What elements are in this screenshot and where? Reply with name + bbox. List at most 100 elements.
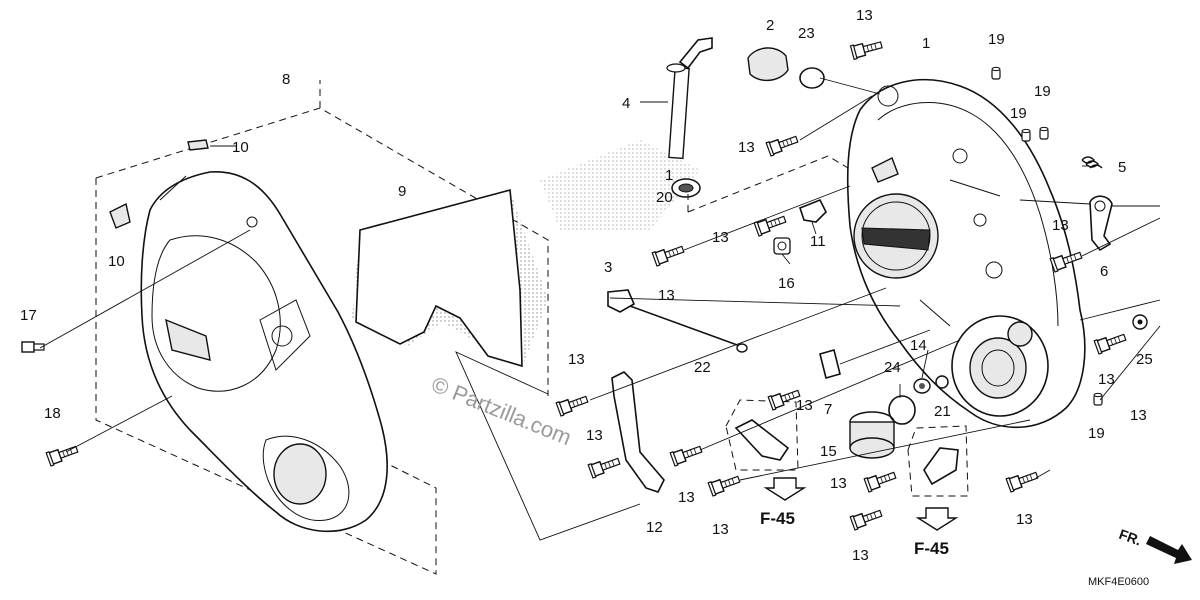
callout-13-l: 13 bbox=[852, 547, 869, 564]
o-ring-24 bbox=[888, 395, 916, 425]
gasket-shading-upper bbox=[540, 140, 700, 230]
leader-7 bbox=[839, 329, 931, 365]
sensor-3 bbox=[607, 289, 741, 347]
frame-f45-right bbox=[907, 425, 969, 497]
right-cover-1 bbox=[846, 78, 1086, 429]
bolt-13-f bbox=[555, 391, 590, 417]
callout-11: 11 bbox=[810, 233, 826, 250]
clip-10-upper bbox=[187, 139, 209, 151]
callout-12: 12 bbox=[646, 519, 663, 536]
direction-label: FR. bbox=[1117, 526, 1144, 549]
page-ref-f45-right[interactable]: F-45 bbox=[914, 539, 949, 558]
callout-6: 6 bbox=[1100, 263, 1108, 280]
callout-1-cover: 1 bbox=[922, 35, 930, 52]
leader-13-m bbox=[1035, 469, 1051, 479]
callout-9: 9 bbox=[398, 183, 406, 200]
bolt-13-g bbox=[587, 453, 622, 479]
leader-13-h bbox=[699, 339, 961, 451]
washer-25 bbox=[1132, 314, 1148, 330]
leader-13-c bbox=[683, 185, 851, 251]
bolt-13-m bbox=[1005, 467, 1040, 493]
callout-13-k: 13 bbox=[830, 475, 847, 492]
dowel-pin-19c bbox=[1039, 126, 1049, 140]
callout-13-b: 13 bbox=[712, 229, 729, 246]
callout-4: 4 bbox=[622, 95, 630, 112]
bolt-13-c bbox=[651, 241, 686, 267]
leader-23 bbox=[819, 77, 881, 95]
shaft-4 bbox=[666, 37, 713, 160]
leader-13-a bbox=[799, 95, 873, 141]
callout-19-top: 19 bbox=[988, 31, 1005, 48]
page-ref-f45-left[interactable]: F-45 bbox=[760, 509, 795, 528]
callout-13-j: 13 bbox=[796, 397, 813, 414]
screw-17 bbox=[21, 341, 45, 353]
callout-24: 24 bbox=[884, 359, 901, 376]
callout-21: 21 bbox=[934, 403, 951, 420]
cap-2 bbox=[747, 47, 789, 81]
assembly-frame-left bbox=[95, 107, 549, 575]
callout-1-seal: 1 bbox=[665, 167, 673, 184]
bolt-13-i bbox=[707, 471, 742, 497]
oil-seal-20 bbox=[671, 178, 701, 198]
down-arrow-icon bbox=[915, 507, 959, 531]
callout-13-c: 13 bbox=[658, 287, 675, 304]
leader-12 bbox=[455, 351, 641, 541]
callout-13-d: 13 bbox=[1052, 217, 1069, 234]
collar-16 bbox=[773, 237, 791, 255]
gasket-9 bbox=[355, 188, 523, 368]
callout-20: 20 bbox=[656, 189, 673, 206]
bolt-13-k bbox=[863, 467, 898, 493]
leader-13-d bbox=[1081, 217, 1161, 257]
leader-17 bbox=[39, 229, 251, 349]
dowel-pin-19a bbox=[991, 66, 1001, 80]
left-cover-8 bbox=[140, 171, 388, 533]
callout-22: 22 bbox=[694, 359, 711, 376]
callout-7: 7 bbox=[824, 401, 832, 418]
bolt-13-l bbox=[849, 505, 884, 531]
dowel-pin-19b bbox=[1021, 128, 1031, 142]
clip-10-lower bbox=[109, 202, 131, 229]
bolt-13-a bbox=[765, 131, 800, 157]
callout-23: 23 bbox=[798, 25, 815, 42]
frame-f45-left bbox=[725, 399, 799, 471]
leader-19d bbox=[1099, 325, 1161, 401]
bracket-11 bbox=[799, 198, 827, 223]
leader-16 bbox=[781, 253, 791, 265]
callout-14: 14 bbox=[910, 337, 927, 354]
leader-11 bbox=[811, 221, 817, 235]
callout-15: 15 bbox=[820, 443, 837, 460]
bolt-13-e bbox=[1093, 329, 1128, 355]
callout-19-b: 19 bbox=[1034, 83, 1051, 100]
callout-13-top: 13 bbox=[856, 7, 873, 24]
fr-arrow-icon bbox=[1146, 536, 1192, 564]
callout-8: 8 bbox=[282, 71, 290, 88]
leader-25 bbox=[1079, 299, 1161, 321]
callout-3: 3 bbox=[604, 259, 612, 276]
callout-13-e: 13 bbox=[1098, 371, 1115, 388]
callout-5: 5 bbox=[1118, 159, 1126, 176]
o-ring-23 bbox=[799, 67, 825, 89]
bolt-18 bbox=[45, 441, 80, 467]
callout-19-d: 19 bbox=[1088, 425, 1105, 442]
callout-13-a: 13 bbox=[738, 139, 755, 156]
callout-13-i: 13 bbox=[712, 521, 729, 538]
leader-14 bbox=[921, 349, 929, 379]
down-arrow-icon bbox=[763, 477, 807, 501]
leader-13-i bbox=[739, 419, 1031, 481]
callout-13-h: 13 bbox=[678, 489, 695, 506]
o-ring-22 bbox=[736, 343, 748, 353]
spring-5 bbox=[1081, 156, 1103, 169]
leader-3 bbox=[609, 297, 901, 307]
part-code: MKF4E0600 bbox=[1088, 576, 1149, 588]
callout-13-f: 13 bbox=[568, 351, 585, 368]
callout-18: 18 bbox=[44, 405, 61, 422]
callout-10-lower: 10 bbox=[108, 253, 125, 270]
frame-11 bbox=[687, 155, 849, 213]
cap-15 bbox=[849, 411, 895, 459]
arm-6 bbox=[1089, 195, 1113, 252]
leader-18 bbox=[65, 395, 173, 453]
callout-16: 16 bbox=[778, 275, 795, 292]
plate-7 bbox=[819, 349, 841, 379]
bracket-plate-left bbox=[734, 419, 790, 461]
